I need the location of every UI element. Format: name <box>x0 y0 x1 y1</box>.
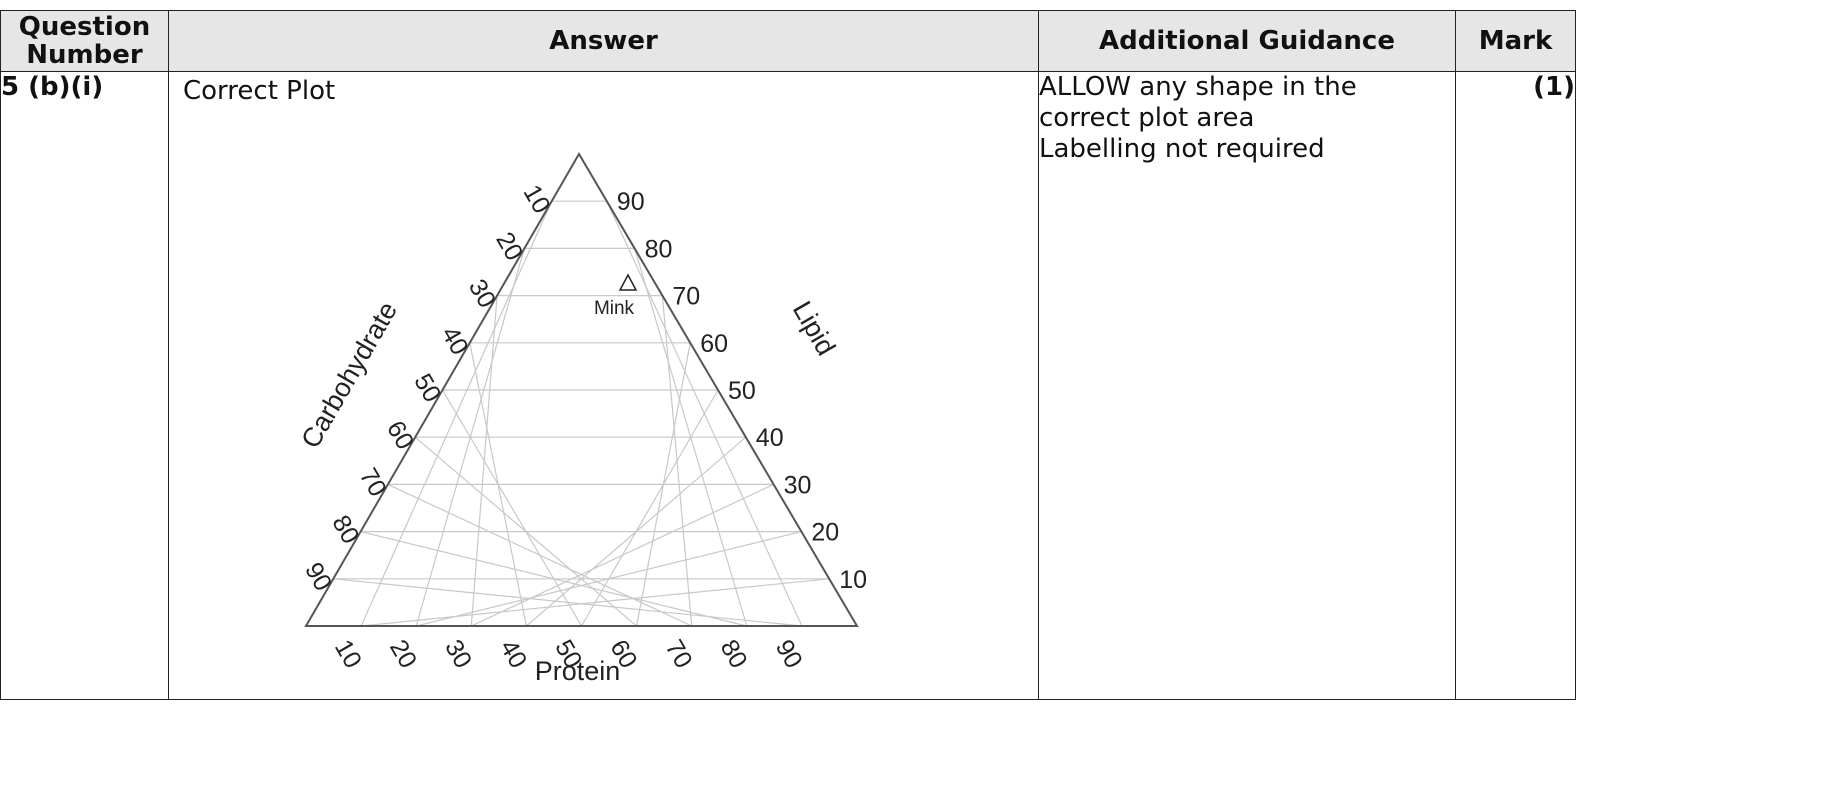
triangle-outline <box>304 152 859 627</box>
tick-label-protein: 40 <box>494 635 532 673</box>
tick-label-carbohydrate: 50 <box>408 369 446 407</box>
tick-label-lipid: 20 <box>811 519 839 547</box>
answer-text: Correct Plot <box>183 76 336 106</box>
tick-label-carbohydrate: 10 <box>518 180 556 218</box>
guidance-line-3: Labelling not required <box>1039 134 1325 164</box>
header-row: Question Number Answer Additional Guidan… <box>0 10 1576 72</box>
data-point-mink-label: Mink <box>594 298 635 319</box>
guidance-header: Additional Guidance <box>1038 10 1456 72</box>
tick-label-lipid: 80 <box>645 235 673 263</box>
grid-line-carbohydrate <box>634 248 748 627</box>
tick-label-protein: 30 <box>439 635 477 673</box>
question-number-header-line2: Number <box>26 40 143 70</box>
mark-header: Mark <box>1455 10 1576 72</box>
tick-label-carbohydrate: 40 <box>436 322 474 360</box>
tick-label-carbohydrate: 90 <box>299 558 337 596</box>
axis-title-lipid: Lipid <box>787 296 842 360</box>
tick-label-lipid: 70 <box>672 283 700 311</box>
grid-line-protein <box>414 436 637 627</box>
tick-label-lipid: 10 <box>839 566 867 594</box>
tick-label-carbohydrate: 30 <box>463 275 501 313</box>
mark-cell: (1) <box>1455 71 1576 700</box>
grid-line-protein <box>441 389 583 627</box>
tick-label-protein: 70 <box>660 635 698 673</box>
data-point-mink-marker <box>618 273 638 291</box>
grid-line-carbohydrate <box>580 389 719 627</box>
guidance-line-1: ALLOW any shape in the <box>1039 72 1357 102</box>
grid-line-protein <box>360 531 747 627</box>
answer-header: Answer <box>168 10 1039 72</box>
question-number-header-line1: Question <box>18 12 151 42</box>
guidance-line-2: correct plot area <box>1039 103 1255 133</box>
tick-label-lipid: 30 <box>784 471 812 499</box>
axis-title-protein: Protein <box>535 656 621 686</box>
tick-label-protein: 80 <box>715 635 753 673</box>
tick-label-protein: 20 <box>384 635 422 673</box>
grid-line-carbohydrate <box>636 342 691 627</box>
question-number-header: Question Number <box>0 10 169 72</box>
question-number: 5 (b)(i) <box>0 71 169 700</box>
tick-label-carbohydrate: 80 <box>326 511 364 549</box>
tick-label-carbohydrate: 60 <box>381 416 419 454</box>
tick-label-lipid: 40 <box>756 424 784 452</box>
mark-scheme-table: Question Number Answer Additional Guidan… <box>0 10 1576 700</box>
tick-label-carbohydrate: 70 <box>354 463 392 501</box>
tick-label-lipid: 90 <box>617 188 645 216</box>
grid-line-carbohydrate <box>661 295 693 627</box>
grid-line-protein <box>387 483 692 627</box>
tick-label-protein: 90 <box>770 635 808 673</box>
tick-label-lipid: 60 <box>700 330 728 358</box>
tick-label-protein: 10 <box>329 635 367 673</box>
grid-line-protein <box>333 578 802 627</box>
guidance-cell: ALLOW any shape in the correct plot area… <box>1038 71 1456 700</box>
tick-label-lipid: 50 <box>728 377 756 405</box>
grid-line-carbohydrate <box>606 200 803 627</box>
tick-label-carbohydrate: 20 <box>490 227 528 265</box>
